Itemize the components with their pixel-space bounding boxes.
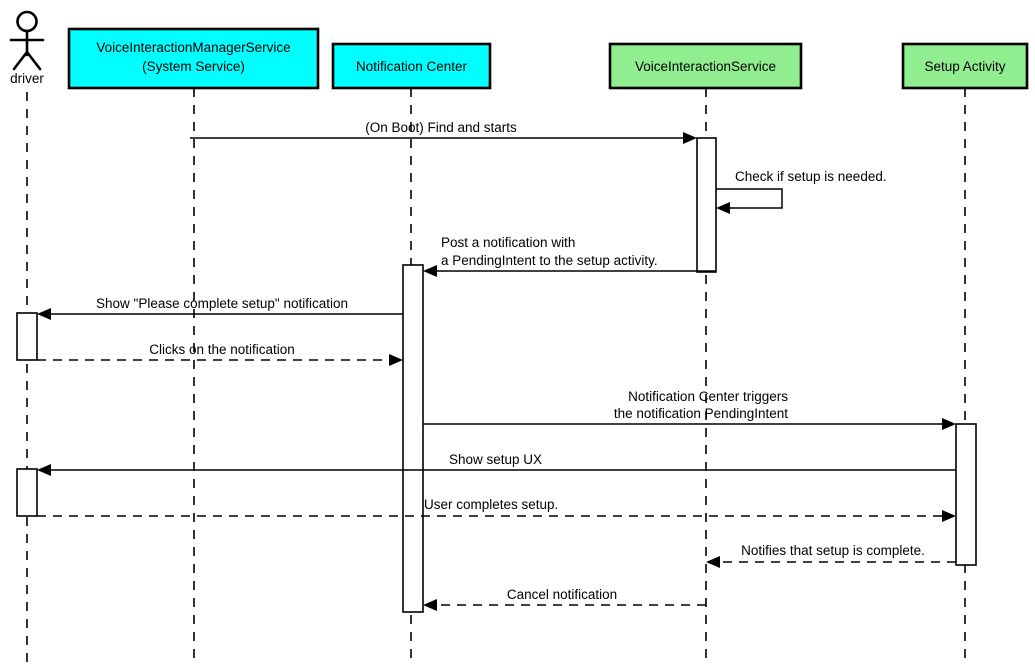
participant-driver[interactable]: driver	[9, 10, 44, 86]
message-label: Show "Please complete setup" notificatio…	[96, 296, 348, 311]
message-label: Show setup UX	[449, 452, 542, 467]
participant-label-vims-line1: VoiceInteractionManagerService	[96, 40, 290, 55]
participant-vims[interactable]: VoiceInteractionManagerService (System S…	[67, 27, 320, 90]
actor-leg-right-icon	[25, 50, 42, 71]
participant-label-driver: driver	[10, 71, 44, 86]
participant-vis[interactable]: VoiceInteractionService	[608, 42, 803, 90]
message-user-completes-setup[interactable]: User completes setup.	[37, 497, 956, 522]
participant-label-vis: VoiceInteractionService	[635, 59, 776, 74]
arrow-head-right-icon	[942, 418, 956, 430]
message-label: User completes setup.	[424, 497, 558, 512]
message-on-boot-find-and-starts[interactable]: (On Boot) Find and starts	[190, 120, 697, 144]
arrow-head-right-icon	[389, 354, 403, 366]
message-post-notification-pendingintent[interactable]: Post a notification with a PendingIntent…	[423, 235, 716, 277]
message-label: Notifies that setup is complete.	[741, 543, 925, 558]
arrow-head-left-icon	[423, 599, 437, 611]
message-label-line1: Post a notification with	[441, 235, 575, 250]
message-label-line2: a PendingIntent to the setup activity.	[441, 253, 658, 268]
participant-setup-activity[interactable]: Setup Activity	[901, 42, 1029, 90]
activation-bar-notification-center	[402, 264, 424, 613]
arrow-head-left-icon	[37, 464, 51, 476]
participant-box-setup-activity	[901, 42, 1029, 90]
message-label: (On Boot) Find and starts	[365, 120, 517, 135]
actor-leg-left-icon	[12, 50, 29, 71]
message-self-loop-line	[716, 188, 783, 209]
message-label: Clicks on the notification	[149, 342, 295, 357]
message-check-if-setup-is-needed[interactable]: Check if setup is needed.	[716, 169, 887, 214]
activation-bar-driver-1	[16, 312, 38, 361]
activation-bar-setup-activity	[955, 423, 977, 566]
arrow-head-left-icon	[37, 308, 51, 320]
activation-bar-vis	[696, 137, 717, 273]
message-clicks-on-the-notification[interactable]: Clicks on the notification	[37, 342, 403, 366]
participant-label-setup-activity: Setup Activity	[924, 59, 1005, 74]
message-notifies-setup-is-complete[interactable]: Notifies that setup is complete.	[706, 543, 956, 568]
activation-bar-driver-2	[16, 468, 38, 517]
arrow-head-right-icon	[683, 132, 697, 144]
message-label-line2: the notification PendingIntent	[614, 406, 788, 421]
participant-box-notification-center	[331, 42, 492, 90]
arrow-head-left-icon	[423, 265, 437, 277]
participant-notification-center[interactable]: Notification Center	[331, 42, 492, 90]
actor-head-icon	[16, 10, 38, 33]
message-show-please-complete-setup-notification[interactable]: Show "Please complete setup" notificatio…	[37, 296, 403, 320]
arrow-head-left-icon	[706, 556, 720, 568]
message-notification-center-triggers-pendingintent[interactable]: Notification Center triggers the notific…	[423, 389, 956, 430]
activations-group	[16, 137, 977, 613]
arrow-head-left-icon	[716, 202, 730, 214]
arrow-head-right-icon	[942, 510, 956, 522]
message-label: Cancel notification	[507, 587, 617, 602]
participant-box-vis	[608, 42, 803, 90]
participant-box-vims	[67, 27, 320, 90]
message-cancel-notification[interactable]: Cancel notification	[423, 587, 706, 611]
message-show-setup-ux[interactable]: Show setup UX	[37, 452, 956, 476]
participant-label-notification-center: Notification Center	[356, 59, 468, 74]
message-label: Check if setup is needed.	[735, 169, 887, 184]
participant-label-vims-line2: (System Service)	[142, 59, 245, 74]
message-label-line1: Notification Center triggers	[628, 389, 788, 404]
